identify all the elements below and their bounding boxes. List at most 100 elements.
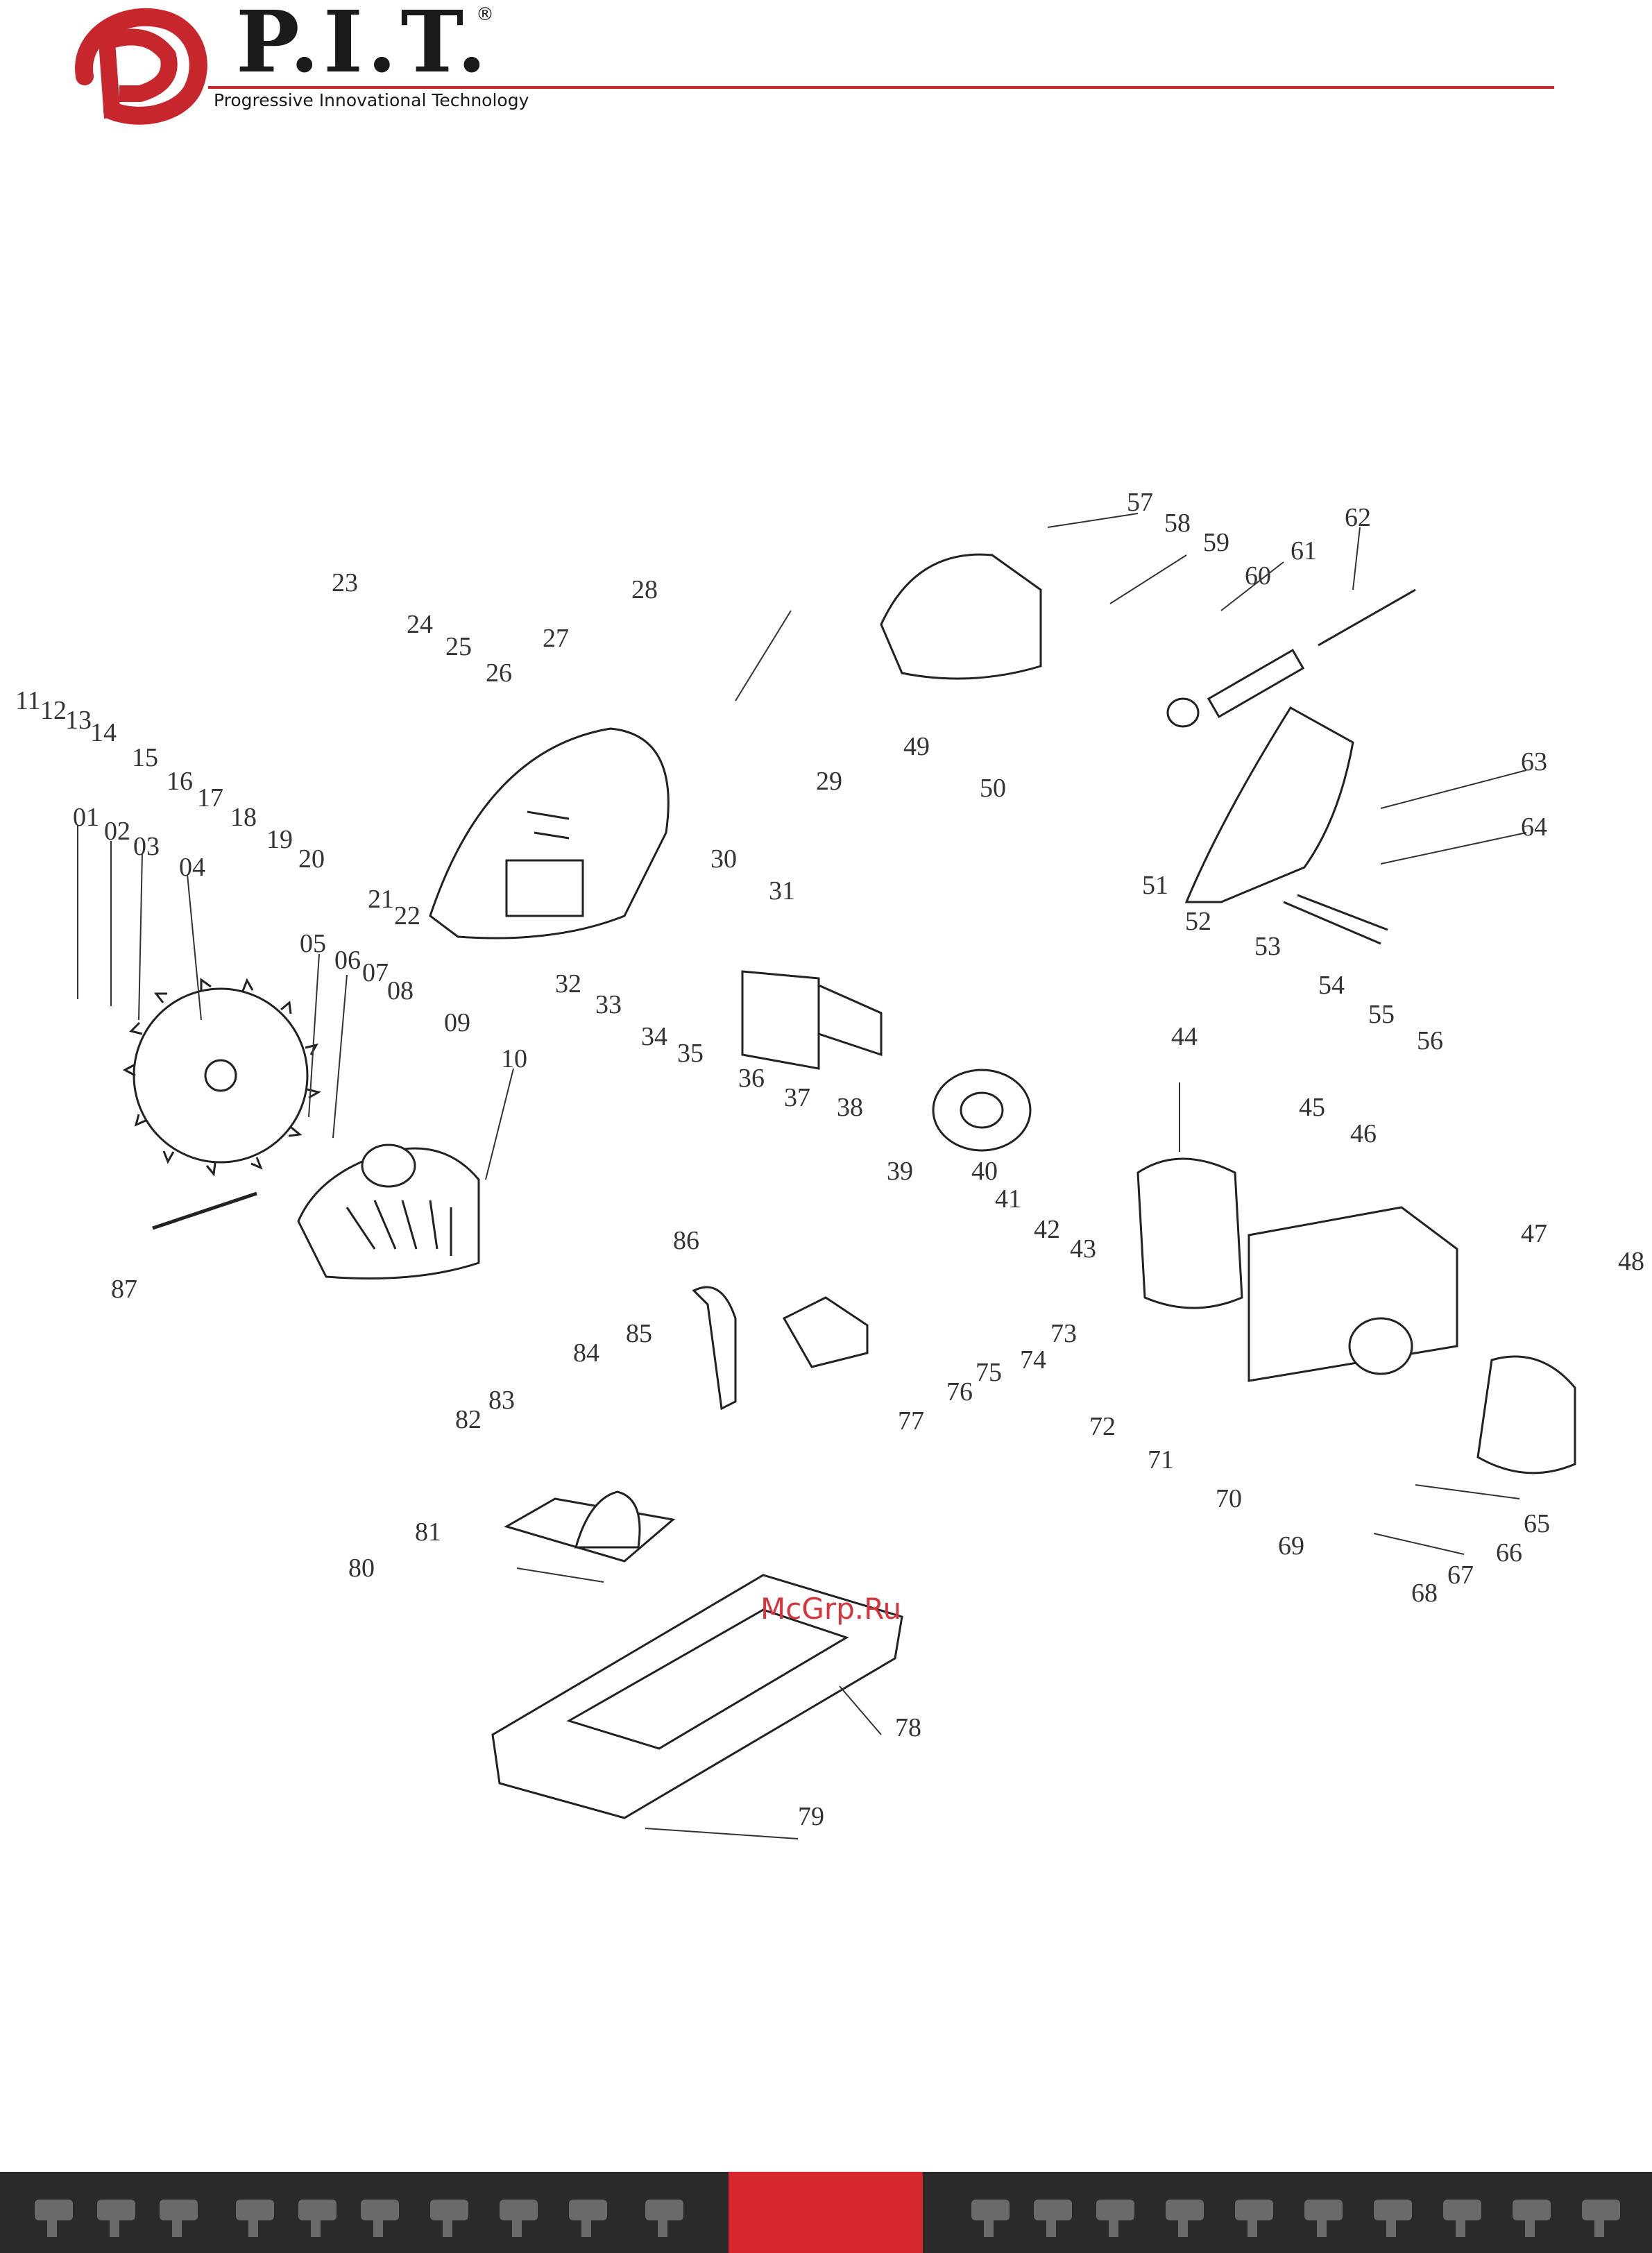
part-label-27: 27: [543, 624, 569, 653]
brand-tagline: Progressive Innovational Technology: [214, 90, 529, 110]
part-label-43: 43: [1070, 1234, 1096, 1264]
part-label-10: 10: [501, 1044, 527, 1073]
part-label-29: 29: [816, 767, 842, 796]
generator-icon: [1374, 2200, 1412, 2237]
part-label-41: 41: [995, 1184, 1021, 1214]
part-label-54: 54: [1318, 971, 1345, 1000]
watermark: McGrp.Ru: [760, 1592, 902, 1626]
handle-assembly: [880, 553, 1388, 945]
registered-mark: ®: [476, 4, 494, 25]
part-label-19: 19: [266, 825, 293, 854]
part-label-35: 35: [677, 1039, 704, 1068]
part-label-11: 11: [15, 686, 41, 715]
part-label-74: 74: [1020, 1345, 1046, 1375]
circular-saw-icon: [500, 2200, 538, 2237]
part-label-09: 09: [444, 1008, 470, 1037]
part-label-38: 38: [837, 1093, 863, 1122]
part-label-28: 28: [631, 575, 658, 604]
part-label-72: 72: [1089, 1412, 1116, 1441]
concrete-mixer-icon: [1513, 2200, 1551, 2237]
part-label-57: 57: [1127, 488, 1153, 517]
hammer-drill-icon: [236, 2200, 274, 2237]
blade-bolt-87: [152, 1191, 257, 1230]
part-label-75: 75: [976, 1358, 1002, 1387]
hammer-drill-icon: [971, 2200, 1010, 2237]
part-label-51: 51: [1142, 871, 1168, 900]
circular-saw-icon: [1235, 2200, 1273, 2237]
part-label-84: 84: [573, 1338, 599, 1368]
part-label-76: 76: [946, 1377, 973, 1406]
part-label-56: 56: [1417, 1026, 1443, 1055]
part-label-53: 53: [1254, 932, 1281, 961]
part-label-67: 67: [1447, 1561, 1474, 1590]
leader-lines: [77, 513, 1527, 1839]
part-label-63: 63: [1521, 747, 1547, 776]
part-label-60: 60: [1245, 561, 1271, 590]
part-label-80: 80: [348, 1554, 375, 1583]
part-label-33: 33: [595, 990, 622, 1019]
part-label-24: 24: [407, 610, 433, 639]
part-label-68: 68: [1411, 1579, 1438, 1608]
concrete-mixer-icon: [298, 2200, 337, 2237]
part-label-61: 61: [1291, 536, 1317, 566]
part-label-21: 21: [368, 885, 394, 914]
part-label-18: 18: [230, 803, 257, 832]
part-label-69: 69: [1278, 1531, 1304, 1561]
lower-guard: [297, 1143, 480, 1279]
part-label-07: 07: [362, 958, 389, 987]
part-label-08: 08: [387, 976, 414, 1005]
part-label-14: 14: [90, 718, 117, 747]
part-label-64: 64: [1521, 813, 1547, 842]
part-label-71: 71: [1148, 1445, 1174, 1474]
part-label-32: 32: [555, 969, 581, 998]
part-label-30: 30: [710, 844, 737, 874]
part-label-20: 20: [298, 844, 325, 874]
part-label-70: 70: [1216, 1484, 1242, 1513]
generator-icon: [160, 2200, 198, 2237]
grinder-icon: [1582, 2200, 1620, 2237]
part-label-85: 85: [626, 1319, 652, 1348]
part-label-13: 13: [65, 706, 92, 735]
part-label-39: 39: [887, 1157, 913, 1186]
part-label-26: 26: [486, 658, 512, 688]
part-label-78: 78: [895, 1713, 921, 1742]
part-label-66: 66: [1496, 1538, 1522, 1567]
drill-icon: [1304, 2200, 1343, 2237]
part-label-44: 44: [1171, 1022, 1198, 1051]
upper-guard: [429, 727, 670, 940]
generator-icon: [645, 2200, 683, 2237]
part-label-23: 23: [332, 568, 358, 597]
part-label-42: 42: [1034, 1215, 1060, 1244]
armature: [741, 970, 1032, 1152]
hammer-drill-icon: [1443, 2200, 1481, 2237]
part-label-59: 59: [1203, 528, 1229, 557]
part-label-15: 15: [132, 743, 158, 772]
part-label-17: 17: [197, 783, 223, 813]
part-label-49: 49: [903, 732, 930, 761]
part-label-47: 47: [1521, 1219, 1547, 1248]
drill-icon: [569, 2200, 607, 2237]
part-label-31: 31: [769, 876, 795, 906]
part-label-83: 83: [488, 1386, 515, 1415]
part-label-79: 79: [798, 1802, 824, 1831]
base-plate: [491, 1574, 903, 1819]
grinder-icon: [361, 2200, 399, 2237]
part-label-05: 05: [300, 929, 326, 958]
part-label-81: 81: [415, 1517, 441, 1547]
part-label-55: 55: [1368, 1000, 1395, 1029]
part-label-45: 45: [1299, 1093, 1325, 1122]
part-label-40: 40: [971, 1157, 998, 1186]
part-label-52: 52: [1185, 907, 1211, 936]
part-label-03: 03: [133, 832, 160, 861]
footer-accent-block: [729, 2172, 923, 2253]
page-footer: [0, 2172, 1652, 2253]
part-label-02: 02: [104, 817, 130, 846]
part-label-12: 12: [40, 696, 67, 725]
depth-bracket: [504, 1286, 869, 1563]
part-label-25: 25: [445, 632, 472, 661]
part-label-48: 48: [1618, 1247, 1644, 1276]
part-label-82: 82: [455, 1405, 482, 1434]
